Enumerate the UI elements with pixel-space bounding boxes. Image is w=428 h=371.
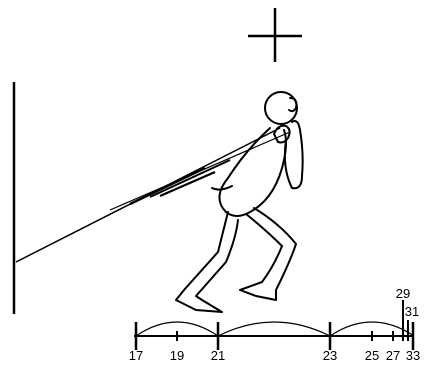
scale-label-33: 33 <box>406 348 420 363</box>
figure-rear-leg <box>176 212 238 312</box>
scale-label-29: 29 <box>396 286 410 301</box>
figure-arm <box>285 121 303 188</box>
figure-hands <box>274 126 290 143</box>
scale-label-27: 27 <box>386 348 400 363</box>
scale-label-21: 21 <box>211 348 225 363</box>
scale-ticks <box>136 300 413 350</box>
sight-lines <box>16 128 290 262</box>
scale-label-31: 31 <box>405 304 419 319</box>
scale-label-17: 17 <box>129 348 143 363</box>
figure-head <box>265 92 297 124</box>
scale-label-25: 25 <box>365 348 379 363</box>
figure <box>176 92 303 312</box>
figure-front-leg <box>240 208 296 300</box>
scale-label-23: 23 <box>323 348 337 363</box>
crosshair-icon <box>248 8 302 62</box>
scale-tick-labels: 17 19 21 23 25 27 29 31 33 <box>129 286 420 363</box>
scale-label-19: 19 <box>170 348 184 363</box>
